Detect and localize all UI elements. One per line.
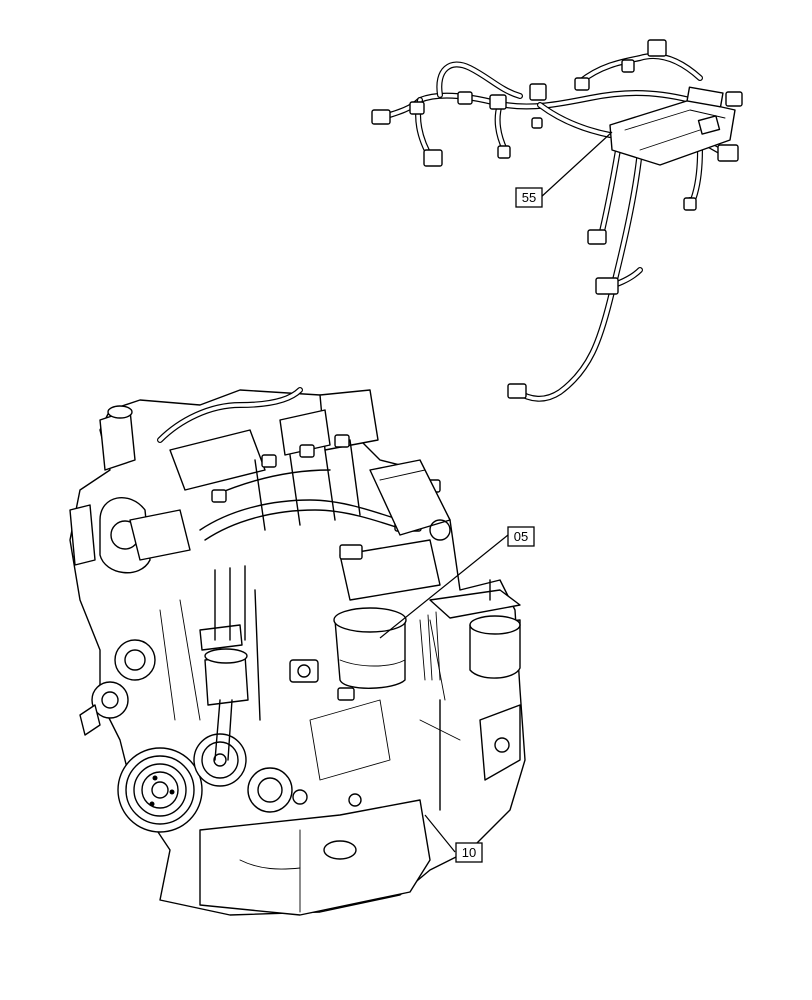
callout-05: 05 bbox=[507, 526, 535, 547]
svg-text:10: 10 bbox=[462, 845, 476, 860]
wiring-harness bbox=[371, 39, 743, 402]
engine-assembly bbox=[69, 387, 526, 916]
svg-text:55: 55 bbox=[522, 190, 536, 205]
leader-55 bbox=[539, 131, 613, 199]
svg-text:05: 05 bbox=[514, 529, 528, 544]
callout-55: 55 bbox=[515, 187, 543, 208]
callout-10: 10 bbox=[455, 842, 483, 863]
leader-10 bbox=[424, 814, 456, 853]
leader-05 bbox=[379, 534, 509, 639]
